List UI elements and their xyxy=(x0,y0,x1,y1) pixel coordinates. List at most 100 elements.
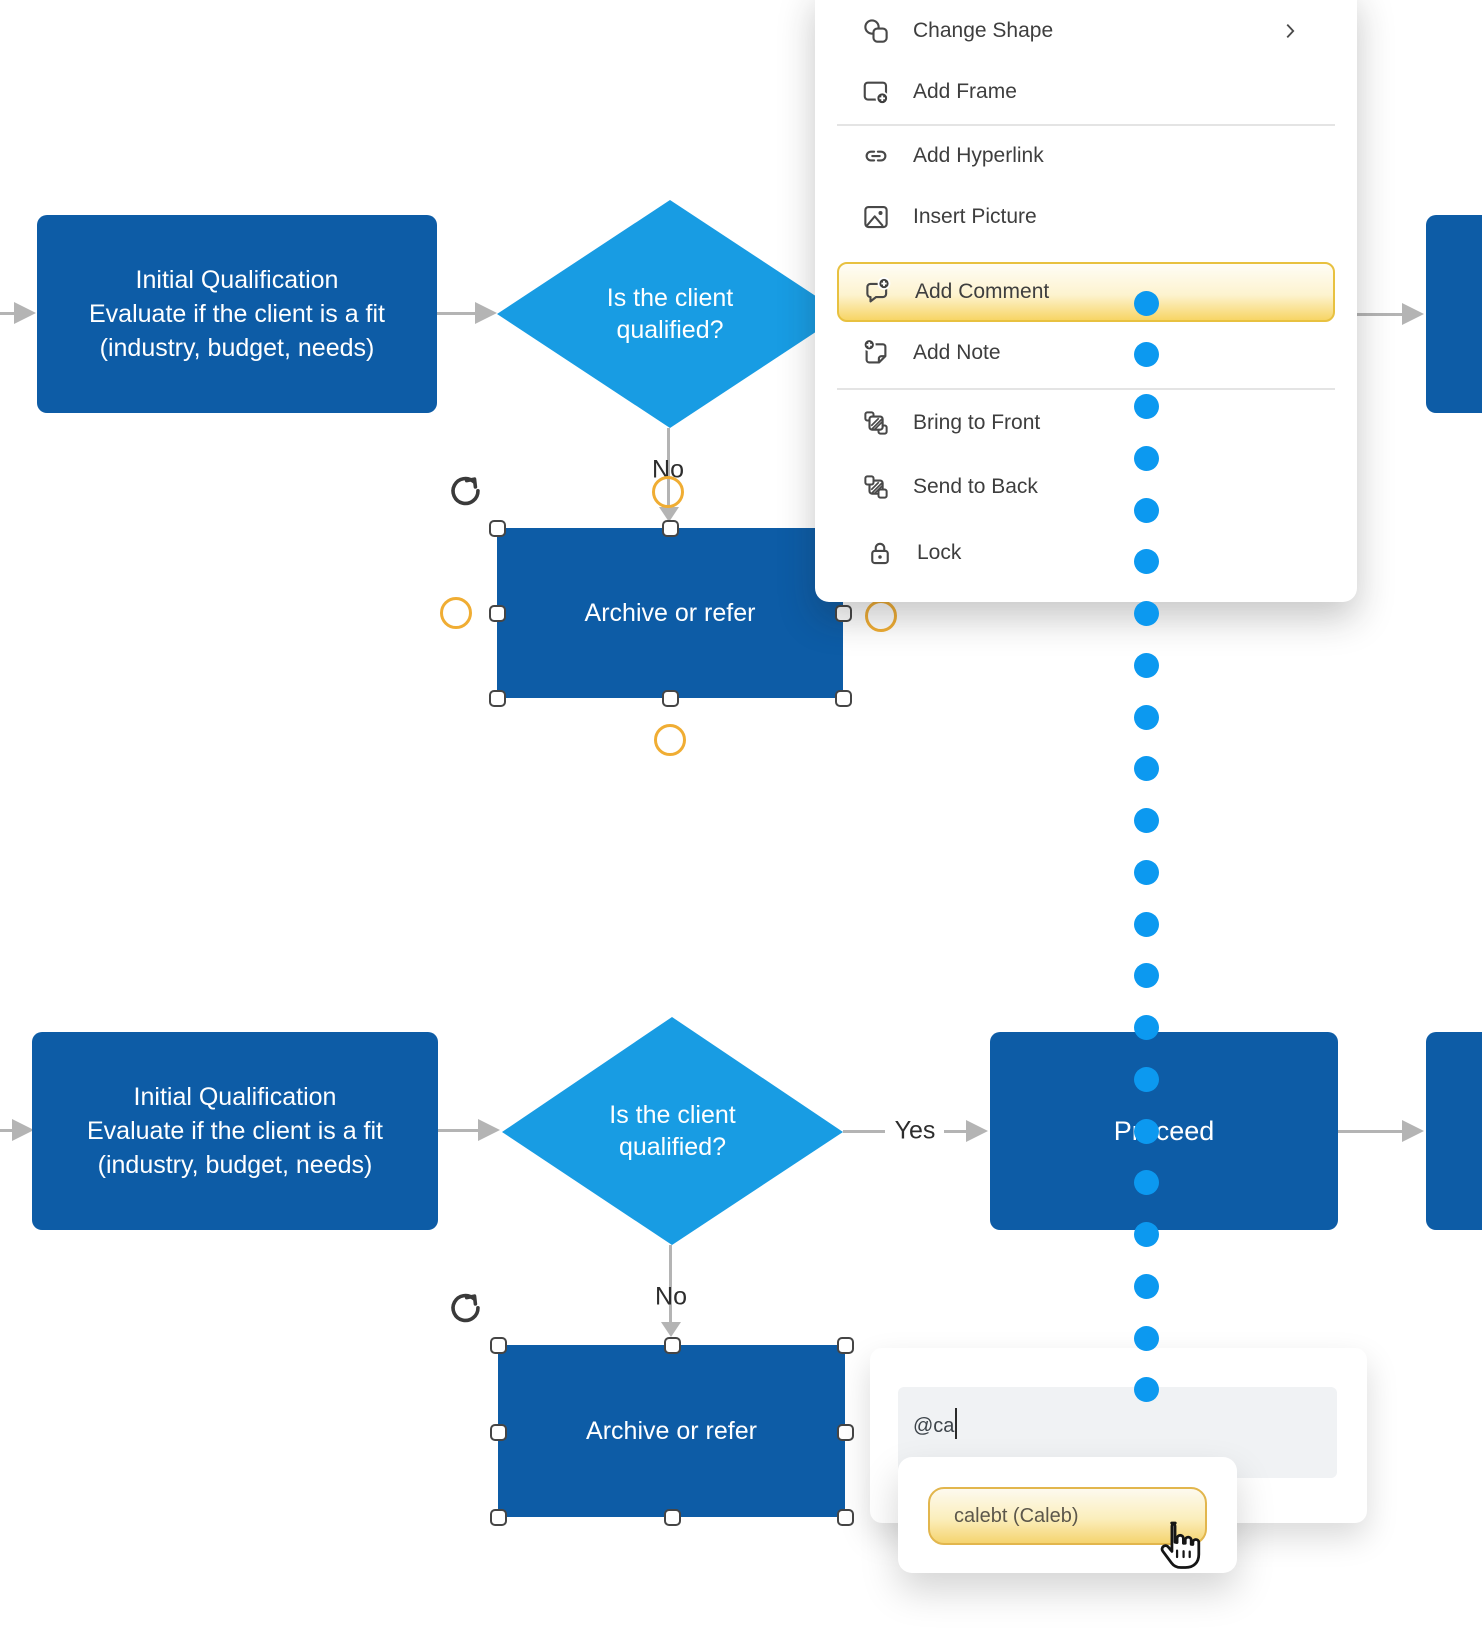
menu-item-label: Bring to Front xyxy=(913,411,1041,434)
menu-item-label: Add Comment xyxy=(915,279,1050,303)
menu-item-add-comment[interactable]: Add Comment xyxy=(837,261,1335,322)
menu-item-lock[interactable]: Lock xyxy=(837,523,1335,584)
arrowhead xyxy=(475,302,497,324)
proceed-box-label: Proceed xyxy=(1113,1115,1215,1146)
decision-label: Is the client qualified? xyxy=(606,283,734,345)
connector-line xyxy=(944,1130,966,1133)
trail-dot xyxy=(1133,1066,1159,1092)
add-comment-icon xyxy=(866,276,891,302)
trail-dot xyxy=(1133,1273,1159,1299)
menu-item-label: Add Note xyxy=(913,341,1001,364)
connector-line xyxy=(438,1129,478,1132)
resize-handle[interactable] xyxy=(488,519,506,537)
trail-dot xyxy=(1133,394,1159,420)
resize-handle[interactable] xyxy=(836,1423,854,1441)
connection-point[interactable] xyxy=(440,597,472,629)
arrowhead xyxy=(1402,1120,1424,1142)
menu-item-label: Insert Picture xyxy=(913,205,1037,228)
trail-dot xyxy=(1133,963,1159,989)
connection-point[interactable] xyxy=(865,600,897,632)
connector-line xyxy=(0,312,14,315)
archive-box-bottom[interactable]: Archive or refer xyxy=(498,1345,845,1517)
trail-dot xyxy=(1133,549,1159,575)
add-frame-icon xyxy=(863,81,889,105)
resize-handle[interactable] xyxy=(836,1336,854,1354)
trail-dot xyxy=(1133,290,1159,316)
trail-dot xyxy=(1133,652,1159,678)
resize-handle[interactable] xyxy=(488,604,506,622)
next-step-box-bottom[interactable] xyxy=(1426,1032,1482,1230)
qualification-box-label: Initial Qualification Evaluate if the cl… xyxy=(89,266,385,362)
qualification-box-top[interactable]: Initial Qualification Evaluate if the cl… xyxy=(37,215,437,413)
next-step-box-top[interactable] xyxy=(1426,215,1482,413)
no-edge-label: No xyxy=(655,1282,687,1311)
resize-handle[interactable] xyxy=(663,1508,681,1526)
trail-dot xyxy=(1133,1170,1159,1196)
resize-handle[interactable] xyxy=(663,1336,681,1354)
resize-handle[interactable] xyxy=(836,1508,854,1526)
hand-pointer-cursor xyxy=(1160,1521,1201,1569)
arrowhead xyxy=(659,507,679,522)
trail-dot xyxy=(1133,1377,1159,1403)
arrowhead xyxy=(12,1119,34,1141)
resize-handle[interactable] xyxy=(488,689,506,707)
trail-dot xyxy=(1133,808,1159,834)
resize-handle[interactable] xyxy=(661,689,679,707)
rotate-handle-icon[interactable] xyxy=(446,474,482,510)
resize-handle[interactable] xyxy=(489,1508,507,1526)
archive-box-label: Archive or refer xyxy=(584,599,756,627)
resize-handle[interactable] xyxy=(489,1423,507,1441)
rotate-handle-icon[interactable] xyxy=(446,1291,482,1327)
resize-handle[interactable] xyxy=(661,519,679,537)
trail-dot xyxy=(1133,1222,1159,1248)
menu-item-bring-to-front[interactable]: Bring to Front xyxy=(837,393,1335,454)
proceed-box[interactable]: Proceed xyxy=(990,1032,1338,1230)
menu-item-label: Change Shape xyxy=(913,19,1054,42)
connector-line xyxy=(669,1245,672,1322)
connection-point[interactable] xyxy=(652,476,684,508)
add-hyperlink-icon xyxy=(865,150,887,162)
arrowhead xyxy=(14,302,36,324)
trail-dot xyxy=(1133,859,1159,885)
qualification-box-bottom[interactable]: Initial Qualification Evaluate if the cl… xyxy=(32,1032,438,1230)
menu-item-change-shape[interactable]: Change Shape xyxy=(837,1,1335,62)
menu-item-add-note[interactable]: Add Note xyxy=(837,323,1335,384)
trail-dot xyxy=(1133,1118,1159,1144)
mention-suggestion-label: calebt (Caleb) xyxy=(954,1504,1079,1527)
yes-edge-label: Yes xyxy=(894,1116,936,1145)
send-to-back-icon xyxy=(864,475,888,499)
qualification-box-label: Initial Qualification Evaluate if the cl… xyxy=(87,1083,383,1179)
menu-item-add-frame[interactable]: Add Frame xyxy=(837,62,1335,123)
connector-line xyxy=(0,1129,12,1132)
menu-item-insert-picture[interactable]: Insert Picture xyxy=(837,187,1335,248)
resize-handle[interactable] xyxy=(834,604,852,622)
menu-divider xyxy=(837,124,1335,126)
add-note-icon xyxy=(862,338,887,364)
menu-item-add-hyperlink[interactable]: Add Hyperlink xyxy=(837,126,1335,187)
trail-dot xyxy=(1133,445,1159,471)
archive-box-top[interactable]: Archive or refer xyxy=(497,528,843,698)
diamond-shape xyxy=(502,1017,843,1245)
insert-picture-icon xyxy=(864,205,888,229)
trail-dot xyxy=(1133,756,1159,782)
text-caret xyxy=(955,1408,958,1439)
trail-dot xyxy=(1133,497,1159,523)
chevron-right-icon xyxy=(1286,23,1295,39)
menu-divider xyxy=(837,388,1335,390)
trail-dot xyxy=(1133,704,1159,730)
lock-icon xyxy=(871,542,889,565)
bring-to-front-icon xyxy=(864,411,888,435)
comment-input-value: @ca xyxy=(913,1415,955,1437)
resize-handle[interactable] xyxy=(834,689,852,707)
decision-diamond-top[interactable]: Is the client qualified? xyxy=(497,200,843,428)
menu-item-send-to-back[interactable]: Send to Back xyxy=(837,457,1335,518)
archive-box-label: Archive or refer xyxy=(586,1417,757,1445)
menu-item-label: Send to Back xyxy=(913,475,1038,498)
trail-dot xyxy=(1133,1015,1159,1041)
connection-point[interactable] xyxy=(654,724,686,756)
mention-suggestion-calebt[interactable]: calebt (Caleb) xyxy=(928,1487,1207,1545)
menu-item-label: Add Frame xyxy=(913,80,1017,103)
resize-handle[interactable] xyxy=(489,1336,507,1354)
decision-diamond-bottom[interactable]: Is the client qualified? xyxy=(502,1017,843,1245)
